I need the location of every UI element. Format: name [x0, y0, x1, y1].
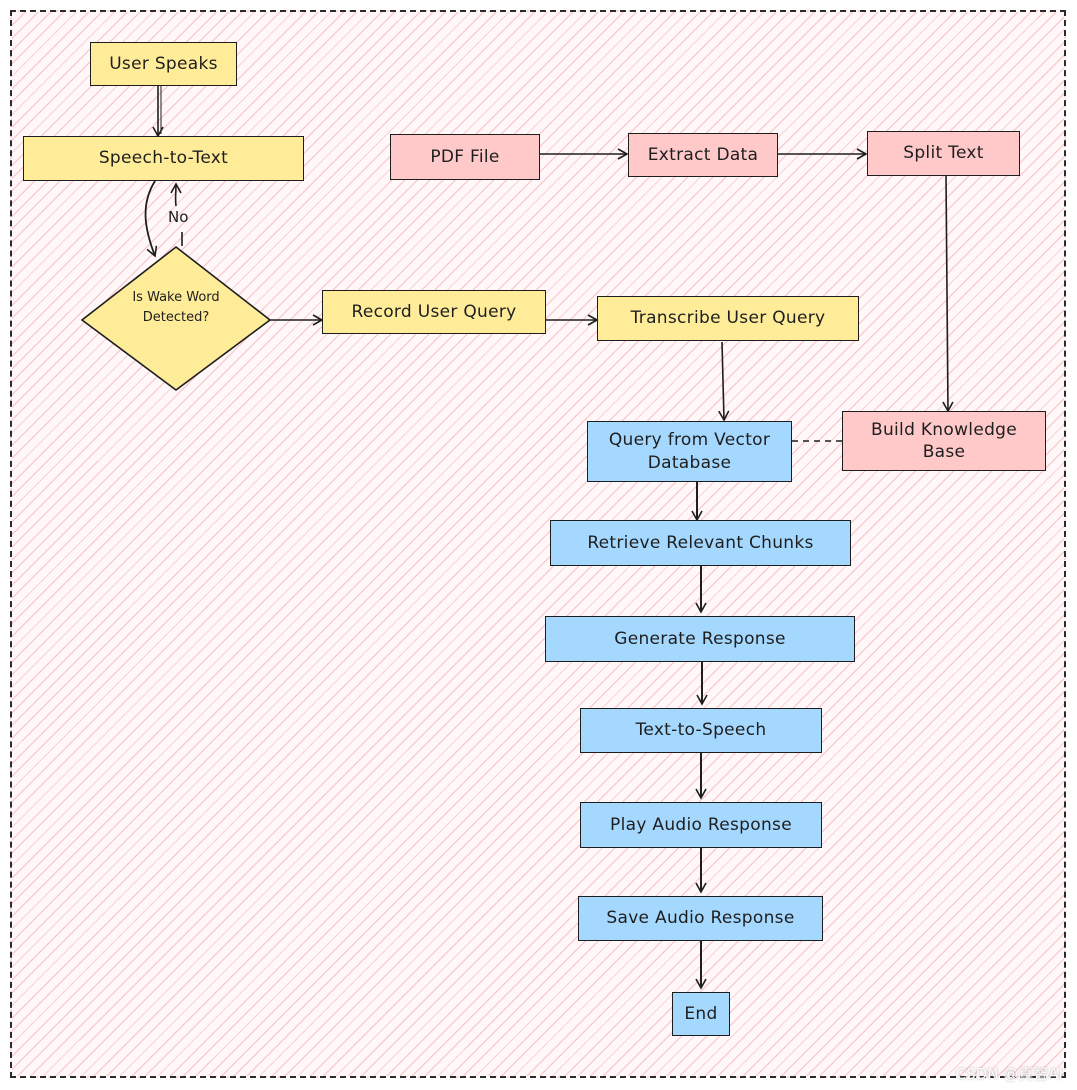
node-play-audio-response: Play Audio Response [580, 802, 822, 848]
node-save-audio-response: Save Audio Response [578, 896, 823, 941]
node-text-to-speech: Text-to-Speech [580, 708, 822, 753]
node-speech-to-text: Speech-to-Text [23, 136, 304, 181]
node-end: End [672, 992, 730, 1036]
edge-stt-to-wakeword [144, 180, 158, 258]
node-record-user-query: Record User Query [322, 290, 546, 334]
node-wake-word-label: Is Wake Word Detected? [132, 290, 220, 325]
decision-diamond-shape [80, 245, 272, 391]
node-generate-response: Generate Response [545, 616, 855, 662]
node-transcribe-user-query: Transcribe User Query [597, 296, 859, 341]
node-user-speaks: User Speaks [90, 42, 237, 86]
edge-split-to-kb [942, 175, 954, 413]
node-extract-data: Extract Data [628, 133, 778, 177]
node-pdf-file: PDF File [390, 134, 540, 180]
node-retrieve-relevant-chunks: Retrieve Relevant Chunks [550, 520, 851, 566]
node-split-text: Split Text [867, 131, 1020, 176]
edge-label-no: No [168, 208, 189, 226]
node-build-knowledge-base: Build Knowledge Base [842, 411, 1046, 471]
watermark: CSDN @真智AI [955, 1065, 1063, 1083]
node-query-vector-database: Query from Vector Database [587, 421, 792, 482]
edge-wakeword-no-loop [176, 184, 182, 246]
edge-transcribe-to-query [718, 341, 730, 422]
